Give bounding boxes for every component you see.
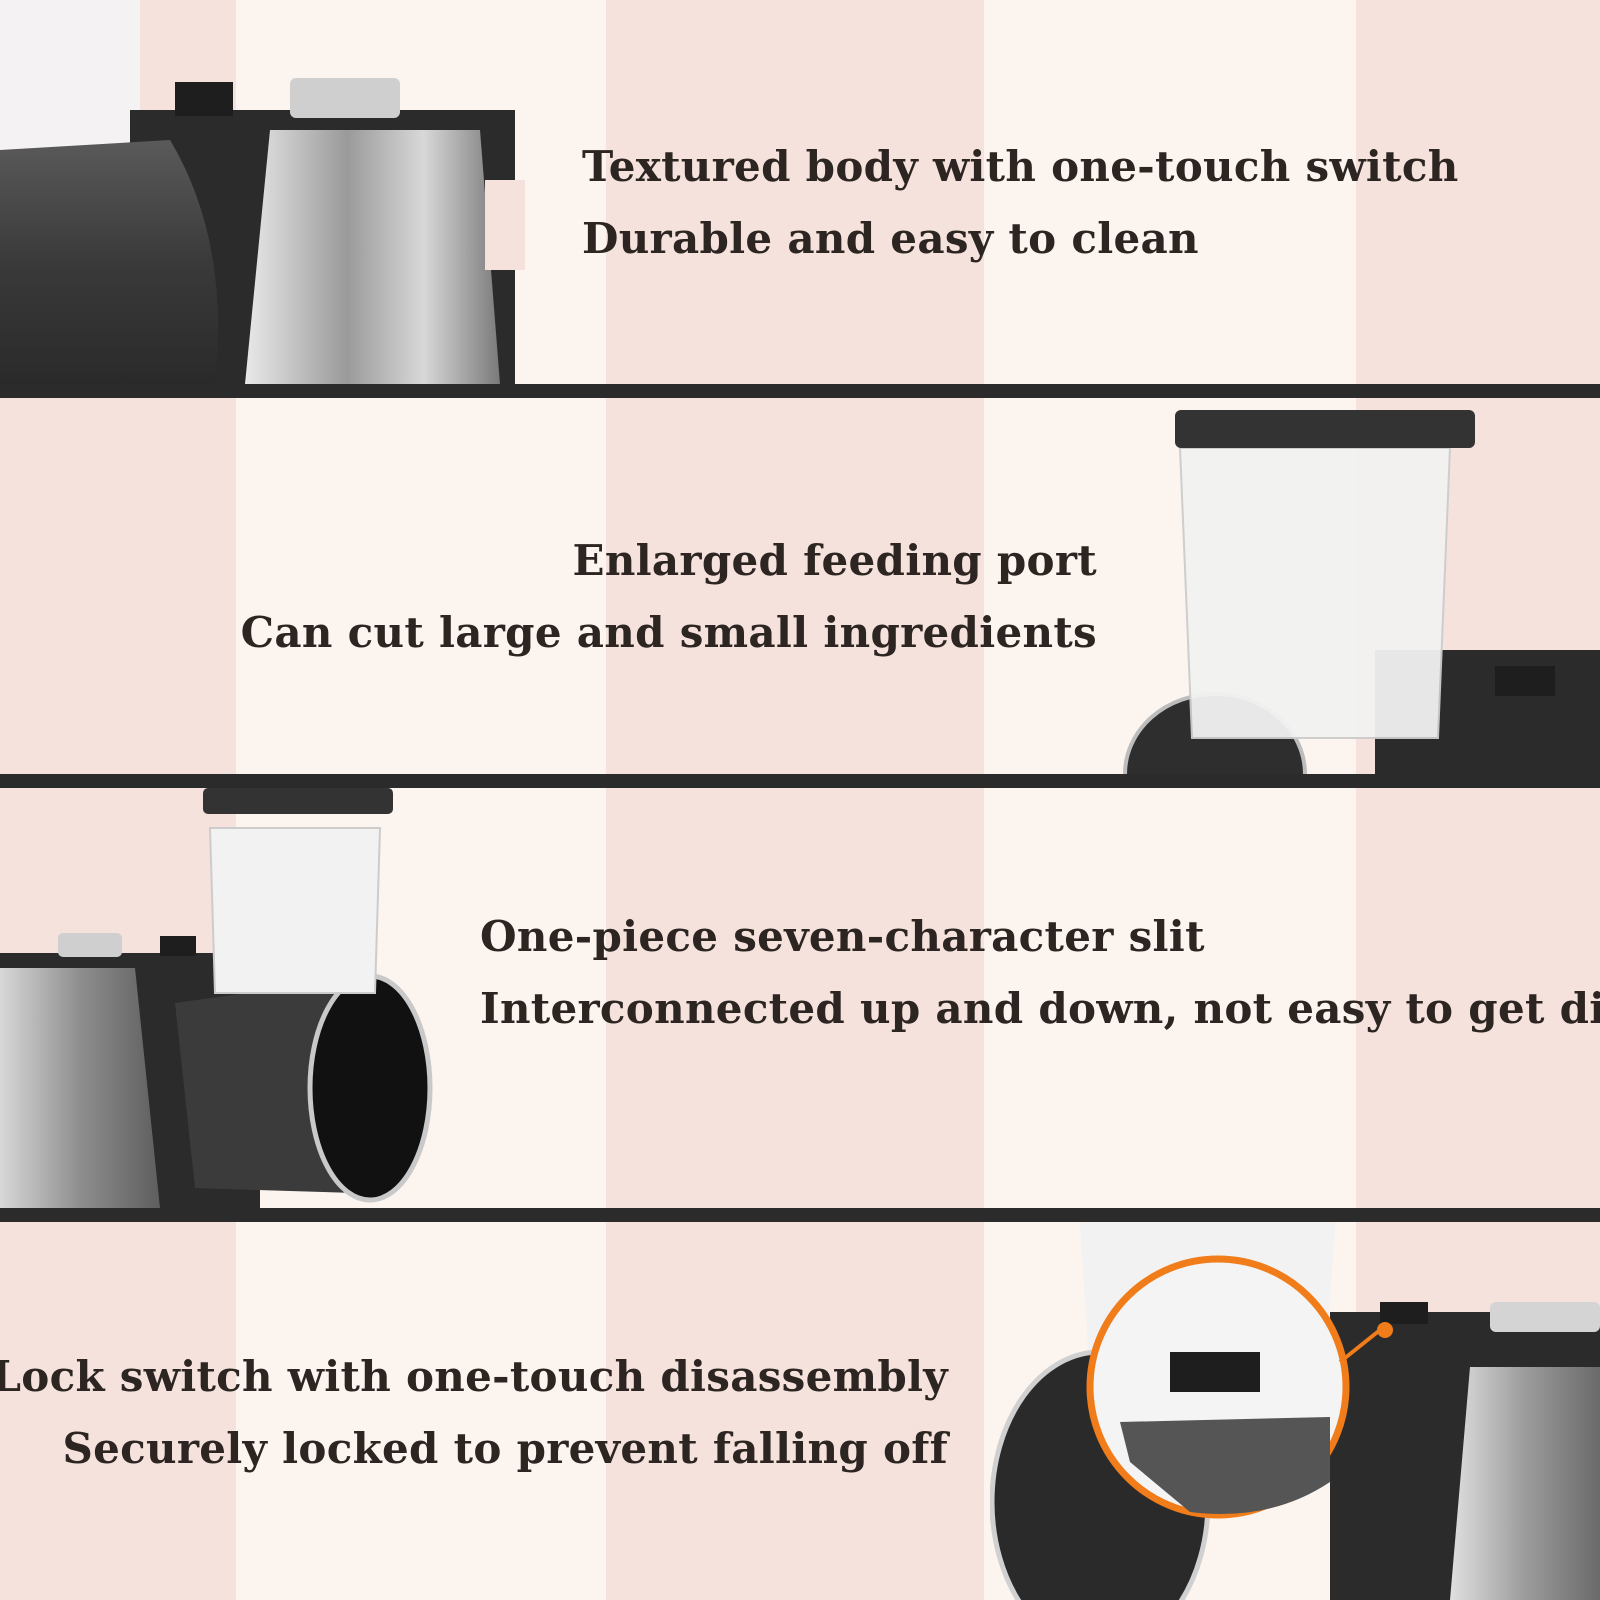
feature-title: Enlarged feeding port: [572, 536, 1097, 585]
feature-subtitle: Securely locked to prevent falling off: [62, 1424, 948, 1473]
feature-panel-seven-character-slit: One-piece seven-character slit Interconn…: [0, 788, 1600, 1208]
feature-subtitle: Interconnected up and down, not easy to …: [480, 984, 1600, 1033]
feature-subtitle: Can cut large and small ingredients: [240, 608, 1097, 657]
feature-subtitle: Durable and easy to clean: [582, 214, 1199, 263]
divider: [0, 384, 1600, 398]
appliance-body-illustration: [0, 0, 525, 384]
feature-title: One-piece seven-character slit: [480, 912, 1205, 961]
divider: [0, 774, 1600, 788]
divider: [0, 1208, 1600, 1222]
feeding-tube-illustration: [1123, 410, 1600, 774]
feature-title: Lock switch with one-touch disassembly: [0, 1352, 948, 1401]
feature-title: Textured body with one-touch switch: [582, 142, 1459, 191]
grater-cylinder-illustration: [0, 788, 433, 1208]
lock-switch-zoom-illustration: [990, 1222, 1600, 1600]
feature-panel-textured-body: Textured body with one-touch switch Dura…: [0, 0, 1600, 384]
feature-panel-feeding-port: Enlarged feeding port Can cut large and …: [0, 398, 1600, 774]
feature-panel-lock-switch: Lock switch with one-touch disassembly S…: [0, 1222, 1600, 1600]
